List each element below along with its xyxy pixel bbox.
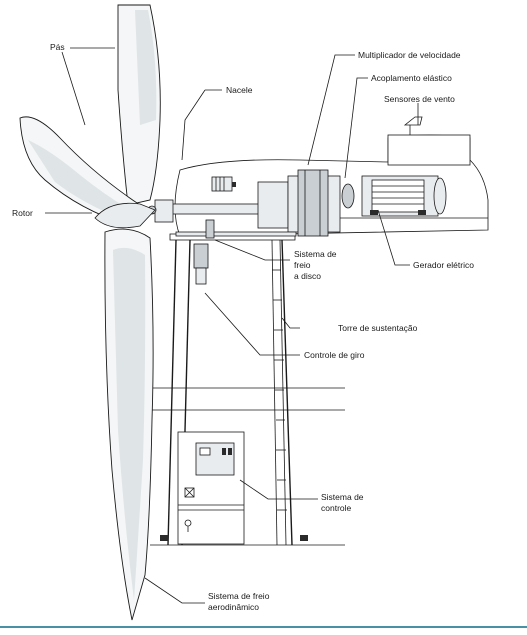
label-torre: Torre de sustentação bbox=[338, 323, 418, 333]
cabinet-indicator bbox=[222, 448, 226, 455]
cabinet-lock-icon bbox=[185, 520, 191, 526]
yaw-motor-base bbox=[196, 268, 206, 284]
label-multiplicador: Multiplicador de velocidade bbox=[358, 50, 461, 60]
cabinet-display bbox=[200, 448, 210, 455]
yaw-ring bbox=[176, 232, 296, 236]
label-controle-giro: Controle de giro bbox=[304, 350, 365, 360]
elastic-coupling bbox=[342, 184, 354, 208]
brake-disk bbox=[206, 220, 214, 238]
label-freio-disco-1: Sistema de bbox=[294, 249, 337, 259]
tower-left-leg-outer bbox=[168, 240, 176, 545]
label-freio-disco-2: freio bbox=[294, 260, 311, 270]
label-gerador: Gerador elétrico bbox=[413, 260, 474, 270]
label-controle-2: controle bbox=[321, 503, 352, 513]
label-nacele: Nacele bbox=[226, 85, 253, 95]
label-pas: Pás bbox=[50, 42, 65, 52]
label-controle-1: Sistema de bbox=[321, 492, 364, 502]
label-freio-disco-3: a disco bbox=[294, 271, 321, 281]
label-rotor: Rotor bbox=[12, 208, 33, 218]
foundation-block bbox=[300, 535, 308, 541]
cabinet-indicator bbox=[228, 448, 232, 455]
gearbox-housing bbox=[298, 170, 328, 236]
auxiliary-motor bbox=[212, 177, 232, 191]
label-sensores: Sensores de vento bbox=[384, 94, 455, 104]
wind-vane-icon bbox=[405, 117, 422, 125]
label-acoplamento: Acoplamento elástico bbox=[371, 73, 452, 83]
rotor-blades bbox=[20, 5, 160, 620]
generator-core bbox=[372, 180, 424, 212]
label-freio-aero-2: aerodinâmico bbox=[208, 602, 259, 612]
hub-flange bbox=[155, 200, 173, 222]
sensor-housing bbox=[388, 135, 470, 165]
foundation-block bbox=[160, 535, 168, 541]
control-cabinet bbox=[178, 432, 244, 544]
gearbox-part bbox=[258, 182, 288, 228]
yaw-motor bbox=[194, 244, 208, 268]
label-freio-aero-1: Sistema de freio bbox=[208, 591, 270, 601]
